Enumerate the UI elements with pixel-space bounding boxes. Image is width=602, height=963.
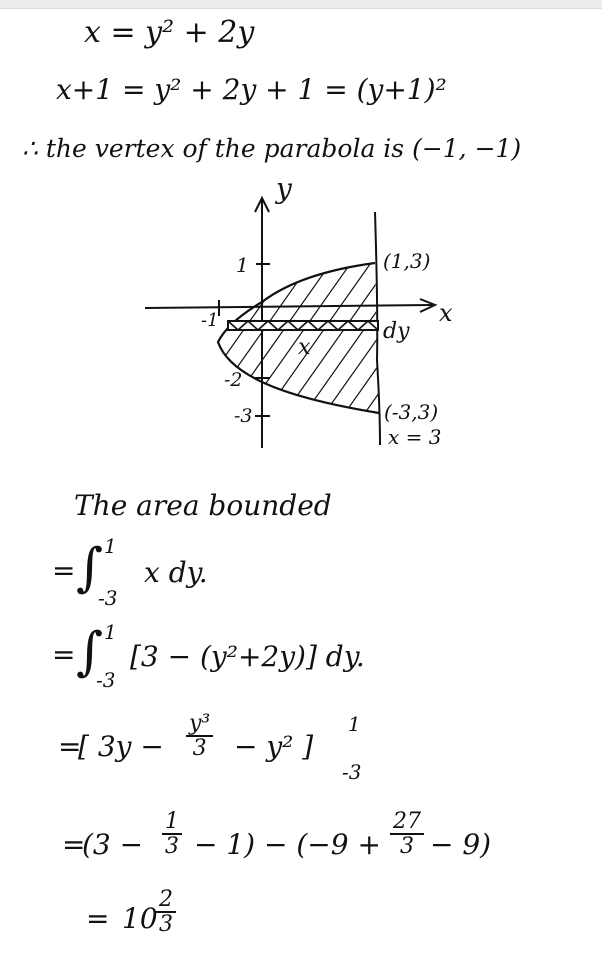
fraction-y-cubed-over-3: y³ 3 [186, 712, 214, 761]
integrand-step-2: [3 − (y²+2y)] dy. [130, 640, 365, 673]
integrand-step-1: x dy. [144, 556, 208, 589]
area-graph: y x 1 -2 -3 -1 (1,3) (-3,3) x = 3 dy x [144, 172, 453, 449]
x-axis-arrow [419, 298, 438, 313]
vertex-statement: ∴ the vertex of the parabola is (−1, −1) [22, 134, 522, 163]
integral-upper-limit: 1 [104, 534, 117, 558]
equals-sign: = [62, 828, 86, 861]
integral-lower-limit: -3 [98, 586, 118, 610]
area-title: The area bounded [74, 489, 332, 522]
evaluation-upper-limit: 1 [348, 712, 361, 736]
strip-x-label: x [298, 335, 311, 360]
tick-label-y-1: 1 [236, 253, 249, 277]
x-axis-label: x [439, 299, 453, 327]
equals-sign: = [58, 730, 82, 763]
integral-sign: ∫ [76, 538, 104, 598]
tick-label-x-m1: -1 [201, 310, 219, 331]
final-answer-fraction: 2 3 [156, 888, 176, 937]
point-label-bottom: (-3,3) [384, 400, 438, 424]
point-label-top: (1,3) [383, 249, 430, 273]
parabola-curve [216, 261, 380, 415]
tick-label-y-m3: -3 [234, 405, 253, 427]
antiderivative-open: [ 3y − [78, 730, 164, 763]
y-axis-label: y [274, 172, 293, 205]
top-border [0, 0, 602, 9]
equation-completed-square: x+1 = y² + 2y + 1 = (y+1)² [56, 73, 447, 106]
equals-sign: = [52, 554, 76, 587]
evaluation-part-b: − 1) − (−9 + [194, 828, 381, 861]
strip-dy-label: dy [383, 319, 410, 344]
equation-parabola: x = y² + 2y [84, 15, 255, 50]
x-axis [144, 304, 433, 309]
y-axis-arrow [254, 195, 270, 213]
tick-label-y-m2: -2 [224, 369, 243, 391]
evaluation-lower-limit: -3 [342, 760, 362, 784]
fraction-1-over-3: 1 3 [162, 810, 182, 859]
final-answer-whole: 10 [122, 902, 158, 935]
line-x-equals-3 [374, 211, 381, 446]
evaluation-part-c: − 9) [430, 828, 492, 861]
antiderivative-close: − y² ] [234, 730, 314, 763]
line-x-equals-3-label: x = 3 [388, 425, 441, 449]
strip-dy [227, 319, 379, 332]
equals-sign: = [86, 902, 110, 935]
shaded-region [218, 263, 379, 413]
integral-lower-limit: -3 [96, 668, 116, 692]
integral-upper-limit: 1 [104, 620, 117, 644]
fraction-27-over-3: 27 3 [390, 810, 424, 859]
equals-sign: = [52, 638, 76, 671]
evaluation-part-a: (3 − [82, 828, 144, 861]
integral-sign: ∫ [76, 622, 104, 682]
